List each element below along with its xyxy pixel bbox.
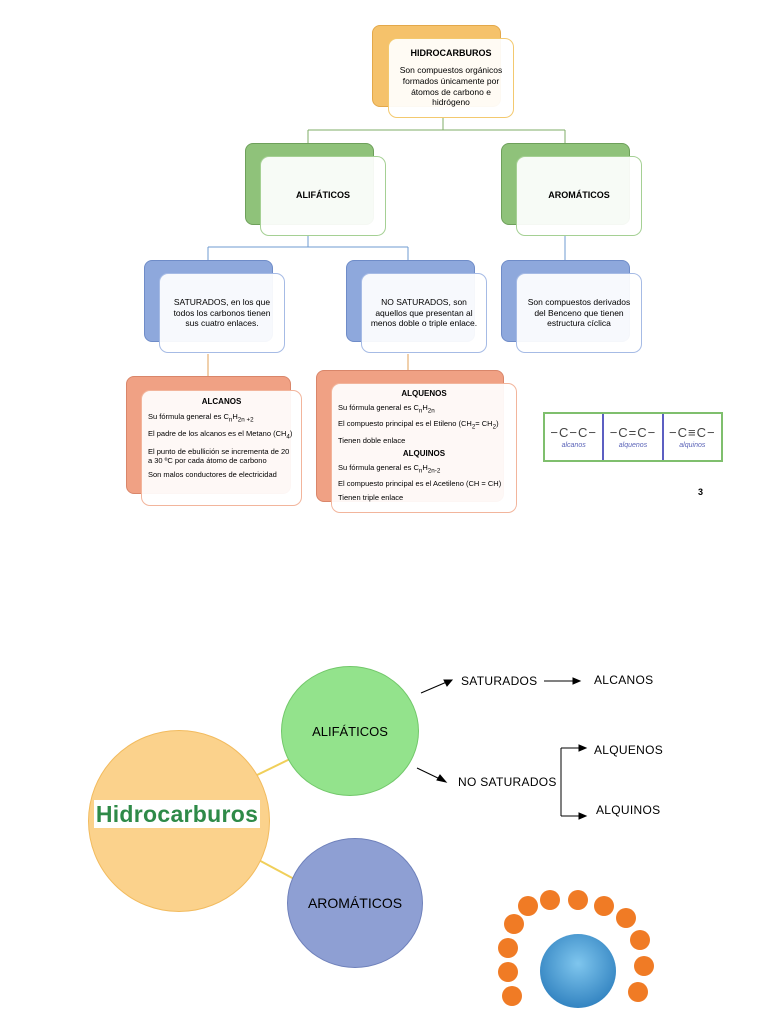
- use-bubble: [634, 956, 654, 976]
- bond-single-label: alcanos: [561, 442, 586, 449]
- saturated-box: SATURADOS, en los que todos los carbonos…: [159, 273, 285, 353]
- alkenes-line2-post: ): [496, 419, 499, 429]
- alkenes-line2-text: El compuesto principal es el Etileno (CH: [338, 419, 472, 429]
- root-box: HIDROCARBUROS Son compuestos orgánicos f…: [388, 38, 514, 118]
- alkynes-formula-h: H: [422, 463, 428, 472]
- use-bubble: [498, 938, 518, 958]
- alkynes-line3: Tienen triple enlace: [338, 492, 404, 502]
- saturated-text: SATURADOS, en los que todos los carbonos…: [173, 297, 271, 329]
- alkanes-line2-sub: 4: [286, 433, 290, 441]
- alkenes-formula-text: Su fórmula general es C: [338, 403, 419, 412]
- aliphatic-connectors: [207, 236, 566, 260]
- alkynes-formula-text: Su fórmula general es C: [338, 463, 419, 472]
- alkenes-line2-sub2: 2: [492, 423, 497, 431]
- alkanes-line4: Son malos conductores de electricidad: [148, 470, 277, 480]
- use-bubble: [628, 982, 648, 1002]
- alkenes-title: ALQUENOS: [401, 389, 447, 398]
- alkanes-formula-text: Su fórmula general es C: [148, 412, 229, 421]
- alkenes-formula-n: n: [418, 407, 423, 415]
- aliphatic-title: ALIFÁTICOS: [296, 190, 350, 201]
- unsaturated-label: NO SATURADOS: [458, 775, 557, 789]
- bond-triple: −C≡C− alquinos: [664, 414, 721, 460]
- use-bubble: [540, 890, 560, 910]
- alkynes-formula-sub: 2n-2: [427, 467, 441, 475]
- bond-types-strip: −C−C− alcanos −C=C− alquenos −C≡C− alqui…: [543, 412, 723, 462]
- root-connectors: [307, 118, 566, 143]
- aliphatic-circle: ALIFÁTICOS: [281, 666, 419, 796]
- alkenes-formula: Su fórmula general es CnH2n: [338, 403, 435, 415]
- alkynes-formula: Su fórmula general es CnH2n-2: [338, 463, 440, 475]
- alkanes-formula-sub: 2n +2: [237, 416, 254, 424]
- type-connectors: [207, 354, 409, 376]
- bond-double: −C=C− alquenos: [604, 414, 664, 460]
- alkenes-line2-sub1: 2: [471, 423, 476, 431]
- aliphatic-circle-label: ALIFÁTICOS: [312, 723, 388, 739]
- alkenes-line2: El compuesto principal es el Etileno (CH…: [338, 419, 499, 431]
- alkanes-title: ALCANOS: [201, 397, 242, 406]
- root-title: HIDROCARBUROS: [410, 48, 492, 59]
- alkenes-line3: Tienen doble enlace: [338, 435, 406, 445]
- alkanes-formula-n: n: [228, 416, 233, 424]
- alkenes-line2-mid: = CH: [475, 419, 493, 429]
- aliphatic-box: ALIFÁTICOS: [260, 156, 386, 236]
- alkanes-box: ALCANOS Su fórmula general es CnH2n +2 E…: [141, 390, 302, 506]
- page-number: 3: [698, 487, 704, 497]
- refinery-image: [540, 934, 616, 1008]
- mindmap-arrows: [416, 677, 588, 820]
- bond-single: −C−C− alcanos: [545, 414, 605, 460]
- alkynes-formula-n: n: [418, 467, 423, 475]
- use-bubble: [518, 896, 538, 916]
- alkanes-formula: Su fórmula general es CnH2n +2: [148, 412, 254, 424]
- bond-triple-formula: −C≡C−: [669, 425, 716, 440]
- alkynes-line2: El compuesto principal es el Acetileno (…: [338, 479, 502, 489]
- aromatic-title: AROMÁTICOS: [548, 190, 610, 201]
- bond-triple-label: alquinos: [679, 442, 706, 449]
- use-bubble: [504, 914, 524, 934]
- aromatic-circle: AROMÁTICOS: [287, 838, 423, 968]
- alkanes-formula-h: H: [232, 412, 238, 421]
- aromatic-desc-box: Son compuestos derivados del Benceno que…: [516, 273, 642, 353]
- use-bubble: [568, 890, 588, 910]
- bond-single-formula: −C−C−: [550, 425, 597, 440]
- alkanes-line2: El padre de los alcanos es el Metano (CH…: [148, 429, 292, 441]
- use-bubble: [594, 896, 614, 916]
- alkanes-label: ALCANOS: [594, 673, 654, 687]
- aromatic-desc: Son compuestos derivados del Benceno que…: [527, 297, 631, 329]
- unsaturated-text: NO SATURADOS, son aquellos que presentan…: [370, 297, 478, 329]
- hydrocarbons-logo: Hidrocarburos: [94, 800, 260, 828]
- aromatic-circle-label: AROMÁTICOS: [307, 895, 403, 911]
- alkanes-line2-post: ): [289, 429, 293, 439]
- alkanes-line3: El punto de ebullición se incrementa de …: [148, 446, 290, 465]
- root-text: Son compuestos orgánicos formados únicam…: [399, 65, 503, 108]
- bond-double-label: alquenos: [618, 442, 648, 449]
- unsaturated-box: NO SATURADOS, son aquellos que presentan…: [361, 273, 487, 353]
- saturated-label: SATURADOS: [461, 674, 538, 688]
- hydrocarbon-uses-illustration: [496, 890, 660, 1008]
- use-bubble: [630, 930, 650, 950]
- alkenes-box: ALQUENOS Su fórmula general es CnH2n El …: [331, 383, 517, 513]
- alkenes-formula-sub: 2n: [427, 407, 435, 415]
- use-bubble: [616, 908, 636, 928]
- use-bubble: [498, 962, 518, 982]
- logo-text: Hidrocarburos: [95, 800, 259, 827]
- alkenes-formula-h: H: [422, 403, 428, 412]
- alkynes-label: ALQUINOS: [596, 803, 661, 817]
- alkenes-label: ALQUENOS: [594, 743, 664, 757]
- bond-double-formula: −C=C−: [609, 425, 657, 440]
- alkanes-line2-text: El padre de los alcanos es el Metano (CH: [148, 429, 287, 439]
- aromatic-box: AROMÁTICOS: [516, 156, 642, 236]
- alkynes-title: ALQUINOS: [402, 449, 446, 458]
- use-bubble: [502, 986, 522, 1006]
